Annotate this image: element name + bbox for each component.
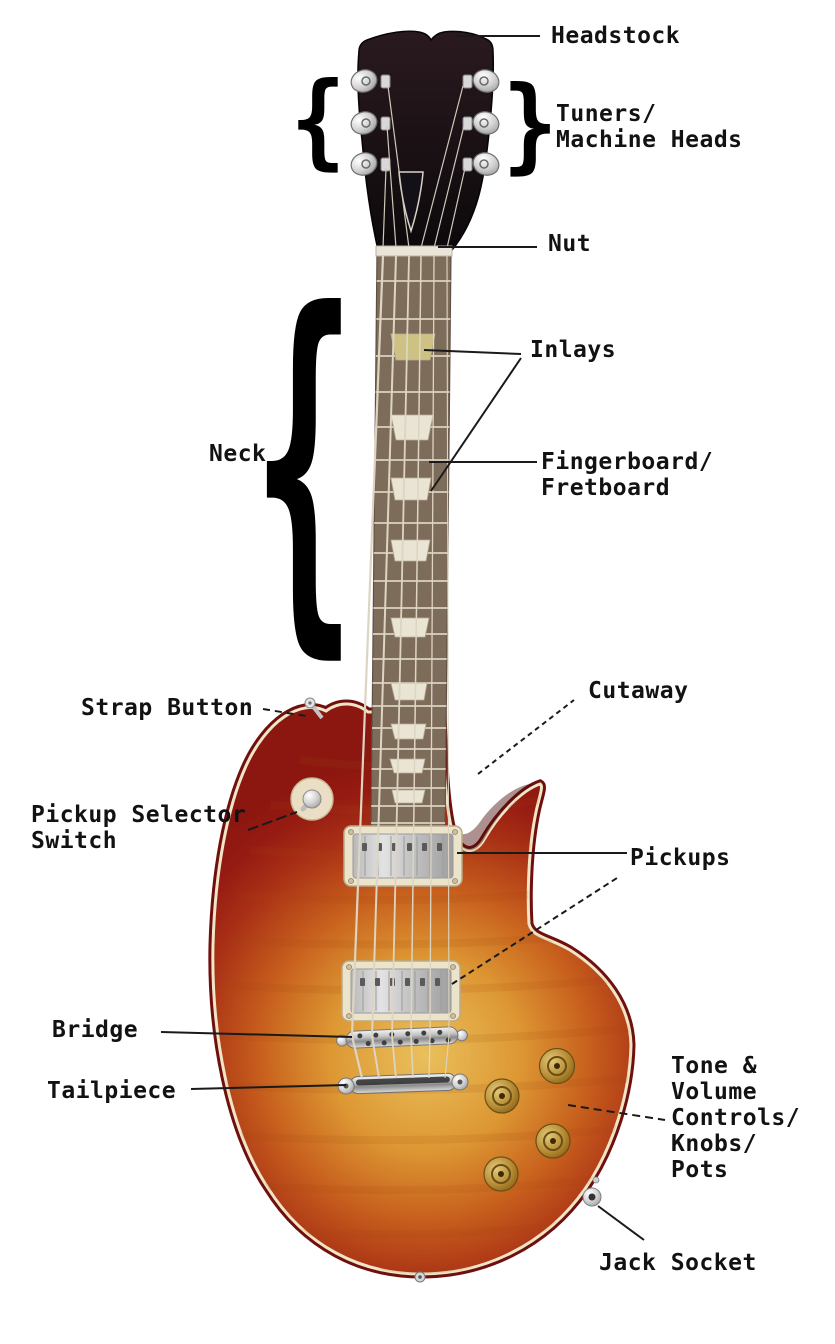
pickup-selector-leader-line bbox=[247, 811, 298, 831]
pickups-leader-line-2 bbox=[451, 877, 618, 985]
knob bbox=[535, 1123, 571, 1159]
label-inlays: Inlays bbox=[530, 337, 617, 363]
strap-button-leader-line bbox=[262, 708, 307, 717]
label-bridge: Bridge bbox=[52, 1017, 139, 1043]
inlays-leader-line-1 bbox=[423, 349, 522, 355]
label-headstock: Headstock bbox=[551, 23, 681, 49]
pickup-selector-switch-hardware bbox=[290, 777, 334, 821]
volume-tone-knobs bbox=[483, 1047, 576, 1192]
jack-socket-leader-line bbox=[597, 1205, 645, 1241]
headstock-shape bbox=[350, 30, 500, 257]
leader-lines bbox=[160, 35, 666, 1241]
label-pickups: Pickups bbox=[630, 845, 731, 871]
tone-volume-leader-line bbox=[567, 1104, 666, 1121]
knob bbox=[484, 1078, 520, 1114]
strap-button-bottom-hardware bbox=[414, 1271, 426, 1283]
tuner-button-centers bbox=[361, 76, 489, 169]
strings bbox=[350, 255, 450, 1079]
jack-socket-hardware bbox=[582, 1176, 602, 1207]
label-pickup-selector: Pickup Selector Switch bbox=[31, 802, 247, 854]
knob bbox=[538, 1047, 576, 1085]
cutaway-shadow bbox=[452, 783, 536, 851]
fretboard-inlays bbox=[389, 333, 436, 804]
knob bbox=[483, 1156, 519, 1192]
neck-brace: { bbox=[252, 235, 356, 691]
bridge-leader-line bbox=[160, 1031, 353, 1038]
label-jack-socket: Jack Socket bbox=[599, 1250, 757, 1276]
tuners-brace-left: { bbox=[290, 60, 346, 181]
nut-shape bbox=[375, 245, 453, 257]
strap-button-top-hardware bbox=[304, 697, 324, 720]
tailpiece-hardware bbox=[337, 1072, 469, 1095]
neck-fretboard bbox=[370, 251, 452, 832]
label-cutaway: Cutaway bbox=[588, 678, 689, 704]
bridge-pickup bbox=[341, 960, 461, 1022]
tuner-buttons bbox=[350, 69, 500, 176]
label-fingerboard: Fingerboard/ Fretboard bbox=[541, 449, 714, 501]
label-neck: Neck bbox=[209, 441, 267, 467]
label-tone-volume: Tone & Volume Controls/ Knobs/ Pots bbox=[671, 1053, 801, 1183]
label-strap-button: Strap Button bbox=[81, 695, 254, 721]
label-tuners: Tuners/ Machine Heads bbox=[556, 101, 743, 153]
label-nut: Nut bbox=[548, 231, 592, 257]
neck-pickup bbox=[343, 825, 463, 887]
headstock-strings bbox=[382, 85, 466, 249]
tuners-brace-right: } bbox=[502, 64, 558, 185]
tailpiece-leader-line bbox=[190, 1084, 347, 1090]
cutaway-leader-line bbox=[477, 699, 575, 775]
inlays-leader-line-2 bbox=[430, 357, 522, 492]
tuner-posts bbox=[380, 74, 473, 172]
label-tailpiece: Tailpiece bbox=[47, 1078, 177, 1104]
